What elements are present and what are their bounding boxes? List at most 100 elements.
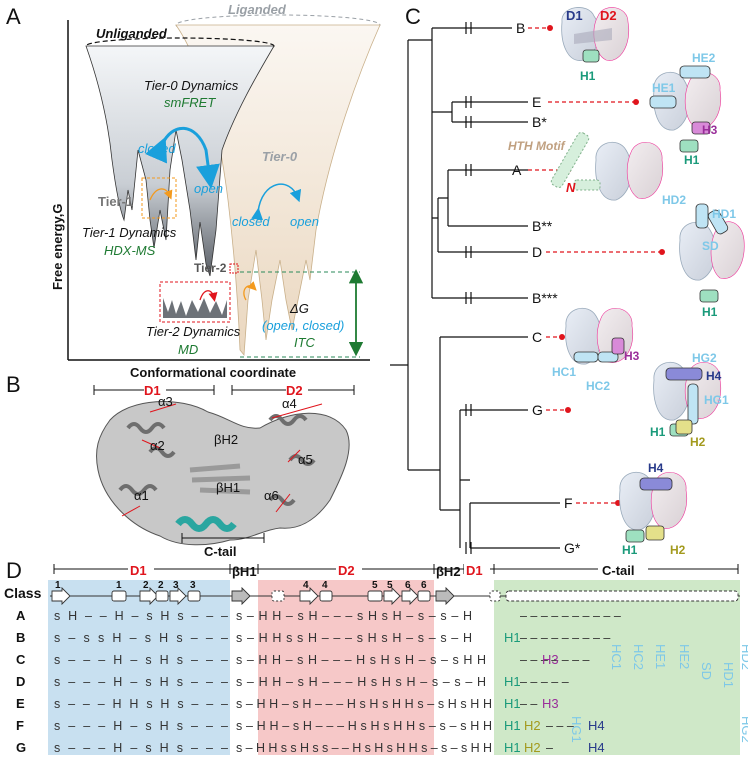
d-seg-d1b: D1	[466, 563, 483, 578]
ss-num-6a: 6	[405, 580, 411, 591]
d-seg-ctail-bg	[598, 562, 648, 578]
row-A-d2: s – H H – s H – – – s H s H – s – s – H	[236, 609, 472, 623]
blob-E-he1: HE1	[652, 81, 676, 95]
blob-A-hth: HTH Motif	[508, 139, 566, 153]
ct-hc2: HC2	[631, 644, 646, 670]
sheets	[189, 463, 251, 495]
svg-text:– – – – – – – –: – – – – – – – – – –	[520, 609, 621, 623]
tier2-label: Tier-2	[194, 261, 227, 275]
ct-hg2: HG2	[739, 716, 748, 743]
segment-ticks	[53, 564, 739, 574]
leaf-A: A	[512, 162, 522, 178]
tier1-arrow	[149, 188, 173, 201]
svg-text:– – – – –: – – – – –	[520, 675, 569, 689]
a3-line	[149, 403, 177, 413]
ctail-vertical-labels: HC1 HC2 HE1 HE2 SD HD1 HD2 HG1 HG2	[569, 644, 748, 743]
tier2-landscape	[163, 298, 227, 318]
panel-b-label: B	[6, 372, 21, 397]
d-seg-d2: D2	[338, 563, 355, 578]
a2-line	[141, 439, 161, 449]
blob-B: D1 D2 H1	[561, 7, 630, 83]
ct-hg1: HG1	[569, 716, 584, 743]
ct-sd: SD	[699, 662, 714, 680]
ct-c-h3: H3	[542, 652, 559, 667]
ss-num-1b: 1	[116, 580, 122, 591]
ss-num-6b: 6	[421, 580, 427, 591]
row-A-d1: s H – – H – s H s – – –	[54, 609, 228, 623]
deltag-label: ΔG	[289, 301, 309, 316]
ss-track-elements	[51, 586, 739, 606]
row-F-d2: s – H H – s H – – – H s H s H H s – s – …	[236, 719, 492, 733]
tier1-box	[141, 177, 177, 219]
ct-hd2: HD2	[739, 644, 748, 670]
red-connectors	[528, 27, 660, 504]
open-label-1: open	[194, 181, 223, 196]
panel-c-label: C	[405, 4, 421, 29]
tier1-dynamics-label: Tier-1 Dynamics	[82, 225, 177, 240]
leaf-B3star: B***	[532, 290, 558, 306]
bh2-label: βH2	[214, 432, 238, 447]
hdxms-label: HDX-MS	[104, 243, 156, 258]
row-E-d2: s – H H – s H – – – H s H s H H s – s H …	[236, 697, 492, 711]
d-seg-d1b-bg	[464, 562, 490, 578]
panel-b: B D1 D2 α1 α2 α3 α4 α5 α6 βH2 βH1 C-tail	[6, 372, 355, 559]
class-header: Class	[4, 585, 42, 601]
row-G-d2: s – H H s s H s s – – H s H s H H s – s …	[236, 741, 492, 755]
a1-label: α1	[134, 488, 149, 503]
blob-E-h3: H3	[702, 123, 718, 137]
unliganded-label: Unliganded	[96, 26, 168, 41]
open-closed-label: (open, closed)	[262, 318, 344, 333]
unliganded-funnel	[85, 45, 275, 277]
d-seg-d2-bg	[336, 562, 362, 578]
row-D-d1: s – – – H – s H s – – –	[54, 675, 228, 689]
b-d1-label: D1	[144, 383, 161, 398]
blob-G-hg1: HG1	[704, 393, 729, 407]
itc-label: ITC	[294, 335, 316, 350]
b-d2-bg	[286, 382, 308, 398]
d-seg-bh2: βH2	[436, 564, 461, 579]
row-E-d1: s – – – H H s H s – – –	[54, 697, 228, 711]
a3-label: α3	[158, 394, 173, 409]
blob-C-hc2: HC2	[586, 379, 610, 393]
row-B-d1: s – s s H – s H s – – –	[54, 631, 228, 645]
class-E: E	[16, 696, 25, 711]
blob-E: HE2 HE1 H3 H1	[649, 51, 722, 167]
class-labels: A B C D E F G	[16, 608, 26, 755]
blob-D: HD2 HD1 SD H1	[662, 193, 745, 319]
ss-num-4b: 4	[322, 580, 328, 591]
ct-he2: HE2	[677, 644, 692, 669]
tier2-dynamics-label: Tier-2 Dynamics	[146, 324, 241, 339]
class-F: F	[16, 718, 24, 733]
leaf-Bstar: B*	[532, 114, 547, 130]
tree-branches	[390, 27, 560, 549]
a6-line	[275, 493, 291, 513]
blob-D-sd: SD	[702, 239, 719, 253]
open-label-2: open	[290, 214, 319, 229]
ss-num-5a: 5	[372, 580, 378, 591]
ctail-helix	[175, 516, 237, 532]
blob-F-h2: H2	[670, 543, 686, 557]
blob-A: HTH Motif N	[508, 131, 664, 201]
ct-g-h2: H2	[524, 740, 541, 755]
tier0-dynamics-label: Tier-0 Dynamics	[144, 78, 239, 93]
ss-num-1a: 1	[55, 580, 61, 591]
blob-B-h1: H1	[580, 69, 596, 83]
ct-f-h1: H1	[504, 718, 521, 733]
y-axis-label: Free energy,G	[50, 204, 65, 290]
ss-num-3b: 3	[190, 580, 196, 591]
leaf-B: B	[516, 20, 525, 36]
ct-e-h1: H1	[504, 696, 521, 711]
class-B: B	[16, 630, 25, 645]
ct-hd1: HD1	[721, 662, 736, 688]
blob-G-h4: H4	[706, 369, 722, 383]
ss-num-3a: 3	[173, 580, 179, 591]
ctail-background	[494, 580, 740, 755]
d-seg-d1: D1	[130, 563, 147, 578]
leaf-D: D	[532, 244, 542, 260]
ss-num-5b: 5	[387, 580, 393, 591]
deltag-orange-arrow	[243, 281, 257, 301]
class-C: C	[16, 652, 26, 667]
tier2-box	[159, 281, 231, 323]
closed-label-1: closed	[138, 141, 176, 156]
ct-g-h1: H1	[504, 740, 521, 755]
